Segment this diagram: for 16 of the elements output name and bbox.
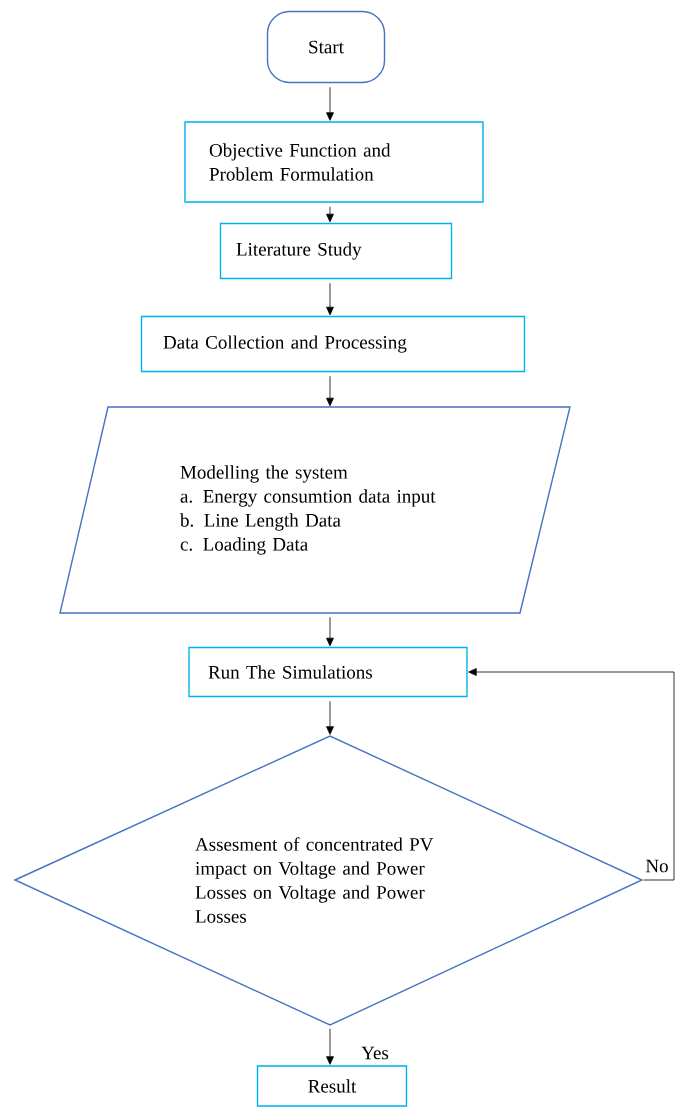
arrow bbox=[326, 86, 334, 121]
arrow bbox=[326, 1028, 334, 1065]
process-box: Result bbox=[256, 1065, 408, 1107]
edge-label: No bbox=[644, 858, 670, 874]
arrow bbox=[468, 668, 675, 881]
process-box: Data Collection and Processing bbox=[140, 315, 526, 373]
process-box: Objective Function and Problem Formulation bbox=[184, 121, 484, 203]
edge-label: Yes bbox=[360, 1045, 390, 1061]
arrow bbox=[326, 206, 334, 223]
process-box: Literature Study bbox=[219, 222, 453, 280]
data-parallelogram: Modelling the system a. Energy consumtion data input b. Line Length Data c. Loading Data bbox=[59, 406, 571, 614]
arrow bbox=[326, 700, 334, 735]
arrow bbox=[326, 616, 334, 647]
arrow bbox=[326, 375, 334, 407]
arrow bbox=[326, 282, 334, 316]
process-box: Run The Simulations bbox=[188, 646, 468, 698]
